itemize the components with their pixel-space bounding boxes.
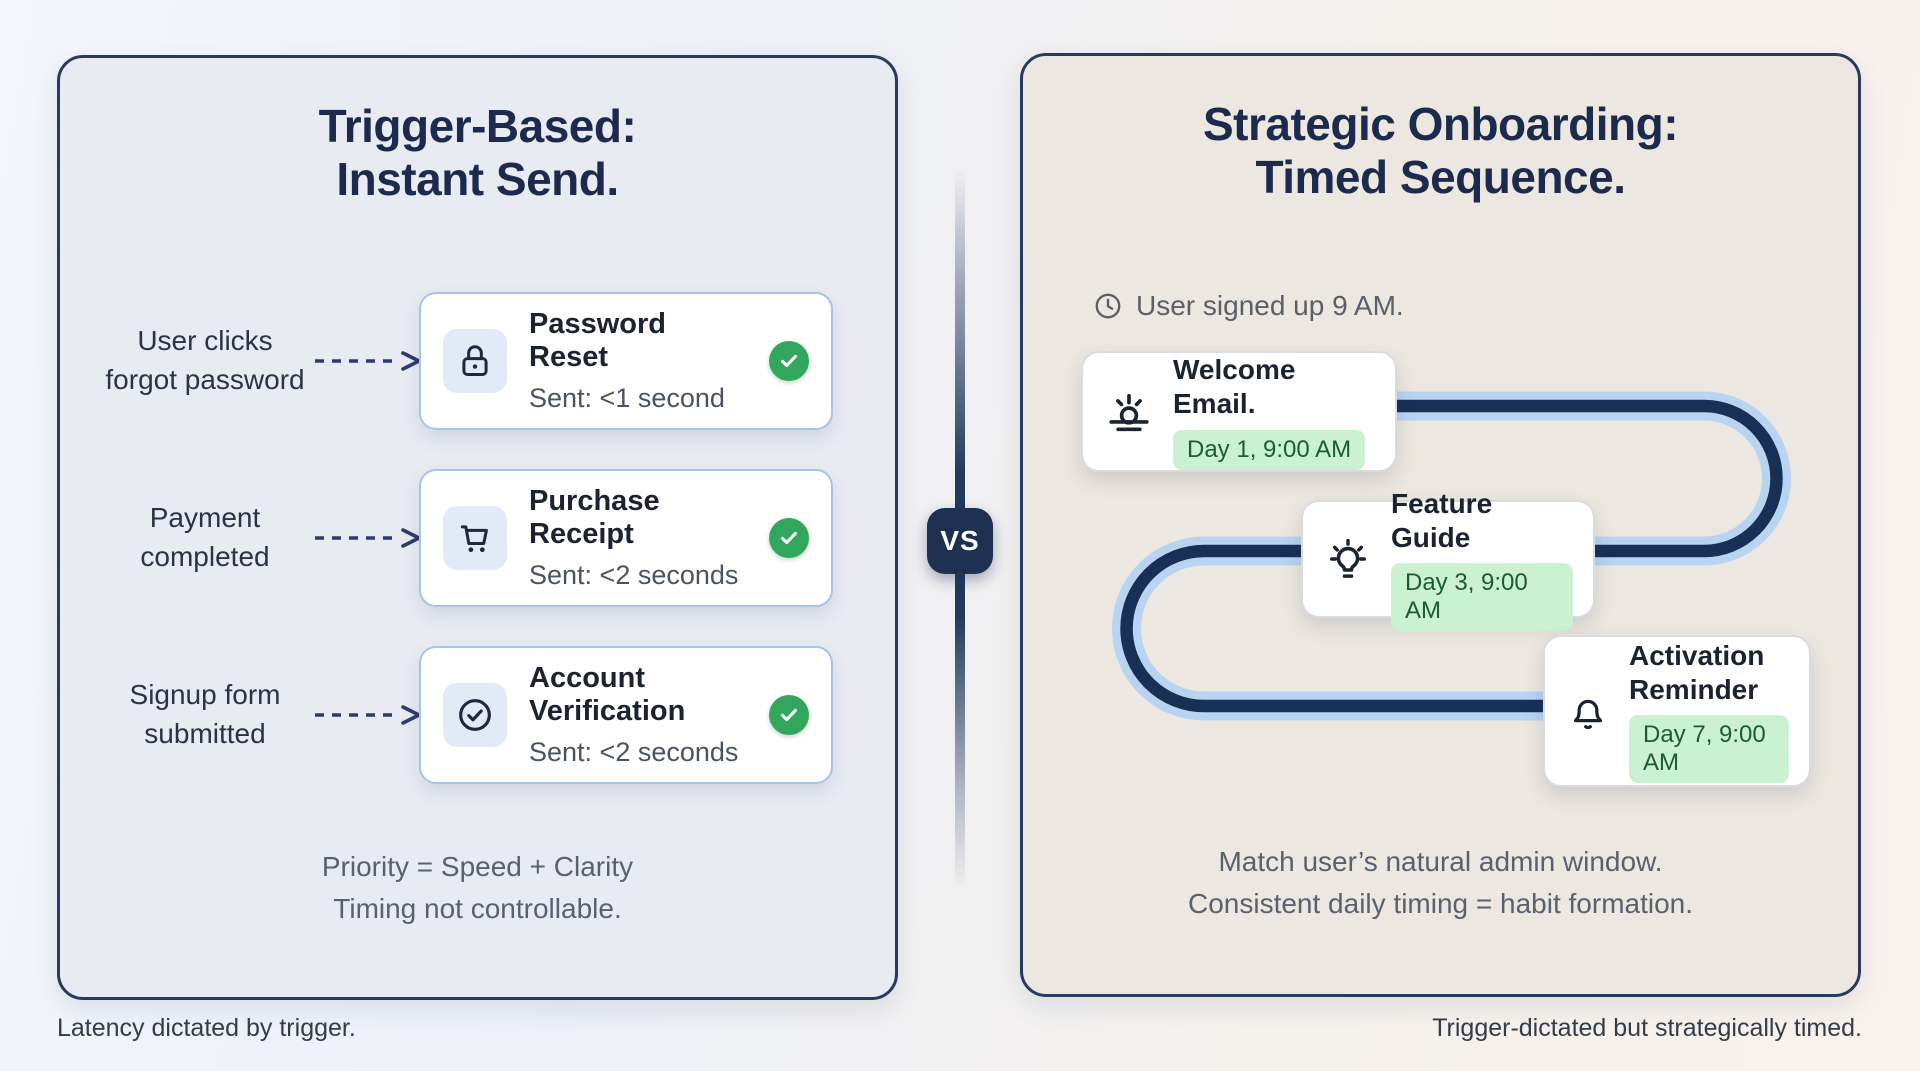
sequence-path	[1112, 391, 1791, 721]
signup-note-text: User signed up 9 AM.	[1136, 290, 1404, 321]
card-title: Password Reset	[529, 308, 666, 373]
step-title: Feature Guide	[1391, 487, 1493, 553]
vs-badge: VS	[927, 508, 993, 574]
step-text: Activation Reminder Day 7, 9:00 AM	[1629, 639, 1789, 784]
lightbulb-icon	[1323, 534, 1373, 584]
right-title-line1: Strategic Onboarding:	[1202, 98, 1679, 150]
trigger-label-line: forgot password	[105, 363, 305, 395]
card-purchase-receipt: Purchase Receipt Sent: <2 seconds	[419, 469, 833, 607]
sunrise-icon	[1103, 386, 1155, 438]
note-line: Match user’s natural admin window.	[1218, 846, 1663, 877]
step-title: Activation Reminder	[1629, 639, 1765, 705]
left-panel-title: Trigger-Based: Instant Send.	[60, 100, 895, 207]
right-panel-title: Strategic Onboarding: Timed Sequence.	[1023, 98, 1858, 205]
trigger-label-line: User clicks	[137, 325, 273, 356]
card-text: Password Reset Sent: <1 second	[529, 308, 747, 414]
check-circle-icon	[769, 695, 809, 735]
dashed-arrow-icon	[315, 528, 421, 548]
trigger-label-line: submitted	[144, 717, 266, 749]
note-line: Consistent daily timing = habit formatio…	[1187, 888, 1694, 919]
trigger-label-line: Signup form	[129, 679, 281, 710]
bell-icon	[1565, 688, 1611, 734]
trigger-label-signup: Signup form submitted	[80, 676, 330, 753]
trigger-based-panel: Trigger-Based: Instant Send. User clicks…	[57, 55, 898, 1000]
card-text: Purchase Receipt Sent: <2 seconds	[529, 485, 747, 591]
note-line: Priority = Speed + Clarity	[321, 851, 634, 882]
left-panel-note: Priority = Speed + Clarity Timing not co…	[60, 846, 895, 930]
strategic-onboarding-panel: Strategic Onboarding: Timed Sequence. Us…	[1020, 53, 1861, 997]
step-day-badge: Day 1, 9:00 AM	[1173, 429, 1366, 470]
circle-check-icon	[443, 683, 507, 747]
trigger-label-payment: Payment completed	[80, 499, 330, 576]
card-title: Account Verification	[529, 662, 686, 727]
clock-icon	[1095, 293, 1121, 319]
right-footer-caption: Trigger-dictated but strategically timed…	[1432, 1014, 1862, 1042]
card-text: Account Verification Sent: <2 seconds	[529, 662, 747, 768]
step-day-badge: Day 3, 9:00 AM	[1391, 563, 1573, 632]
card-title: Purchase Receipt	[529, 485, 660, 550]
left-footer-caption: Latency dictated by trigger.	[57, 1014, 356, 1042]
shopping-cart-icon	[443, 506, 507, 570]
left-title-line1: Trigger-Based:	[318, 100, 637, 152]
card-status: Sent: <2 seconds	[529, 560, 739, 590]
step-title: Welcome Email.	[1173, 354, 1296, 419]
dashed-arrow-icon	[315, 351, 421, 371]
left-title-line2: Instant Send.	[336, 153, 619, 206]
step-day-badge: Day 7, 9:00 AM	[1629, 715, 1789, 784]
card-password-reset: Password Reset Sent: <1 second	[419, 292, 833, 430]
step-text: Feature Guide Day 3, 9:00 AM	[1391, 487, 1573, 632]
lock-icon	[443, 329, 507, 393]
trigger-label-forgot-password: User clicks forgot password	[80, 322, 330, 399]
card-account-verification: Account Verification Sent: <2 seconds	[419, 646, 833, 784]
signup-note: User signed up 9 AM.	[1093, 290, 1404, 322]
step-card-feature-guide: Feature Guide Day 3, 9:00 AM	[1301, 488, 1595, 632]
trigger-label-line: completed	[140, 540, 270, 572]
step-card-welcome-email: Welcome Email. Day 1, 9:00 AM	[1081, 351, 1397, 472]
step-text: Welcome Email. Day 1, 9:00 AM	[1173, 353, 1375, 470]
check-circle-icon	[769, 518, 809, 558]
note-line: Timing not controllable.	[333, 893, 622, 924]
trigger-label-line: Payment	[149, 502, 261, 533]
card-status: Sent: <1 second	[529, 383, 725, 413]
dashed-arrow-icon	[315, 705, 421, 725]
card-status: Sent: <2 seconds	[529, 737, 739, 767]
right-title-line2: Timed Sequence.	[1255, 151, 1626, 204]
right-panel-note: Match user’s natural admin window. Consi…	[1023, 841, 1858, 925]
check-circle-icon	[769, 341, 809, 381]
step-card-activation-reminder: Activation Reminder Day 7, 9:00 AM	[1543, 635, 1811, 787]
